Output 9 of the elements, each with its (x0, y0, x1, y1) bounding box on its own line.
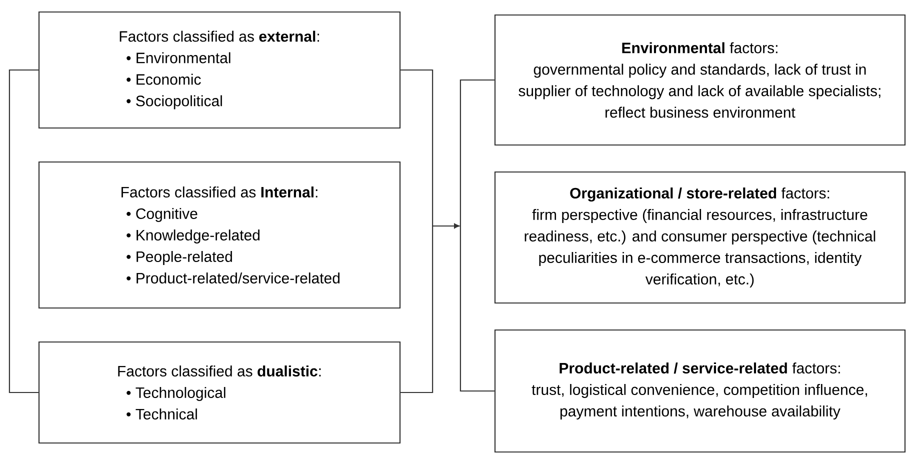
factor-box: Environmental factors: governmental policy and standards, lack of trust in supplier of technology and lack of available specialists; reflect business environment (494, 14, 906, 146)
factor-box: Factors classified as Internal: • Cognitive • Knowledge-related • People-related • Product-related/service-related (38, 161, 401, 309)
bracket-line (460, 79, 494, 392)
bracket-line (8, 69, 38, 394)
factor-box: Factors classified as dualistic: • Technological • Technical (38, 341, 401, 444)
factor-box: Organizational / store-related factors: firm perspective (financial resources, infrastructure readiness, etc.) and consumer perspective (technical peculiarities in e-commerce transactions, identity verification, etc.) (494, 171, 906, 304)
bracket-line (400, 69, 434, 394)
factor-box: Factors classified as external: • Environmental • Economic • Sociopolitical (38, 11, 401, 129)
factor-box: Product-related / service-related factors: trust, logistical convenience, competition influence, payment intentions, warehouse availability (494, 329, 906, 453)
